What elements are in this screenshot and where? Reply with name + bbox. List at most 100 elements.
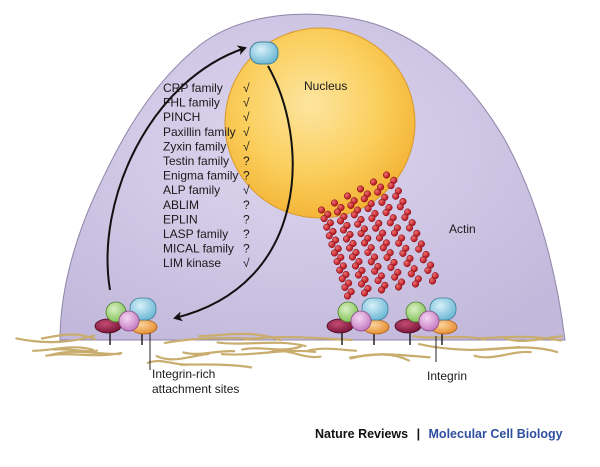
protein-name: LASP family [163,227,228,241]
actin-label: Actin [449,222,476,236]
actin-bead [428,277,437,285]
actin-bead [333,258,341,266]
journal-subtitle: Molecular Cell Biology [429,427,563,441]
actin-bead [374,188,382,196]
actin-bead [395,239,403,247]
actin-bead [343,192,352,200]
actin-bead [360,289,369,297]
localization-mark: ? [243,154,250,168]
actin-bead [354,220,362,228]
adhesion-complexes [94,297,458,345]
nucleus-label: Nucleus [304,79,347,93]
actin-bead [336,217,345,225]
actin-filament [369,178,422,288]
matrix-fibre [146,359,191,366]
actin-bead [424,266,432,274]
actin-bead [339,226,348,234]
lim-protein-list: CRP family√FHL family√PINCH√Paxillin fam… [163,81,250,270]
protein-name: Enigma family [163,169,238,183]
protein-name: LIM kinase [163,256,221,270]
matrix-fibre [241,345,302,351]
matrix-fibre [216,341,307,348]
adhesion-complex [394,297,458,345]
matrix-fibre [478,335,562,342]
actin-bead [372,224,380,232]
actin-bead [387,263,395,271]
actin-bead [336,266,344,274]
actin-filament [317,206,355,300]
actin-bead [411,280,420,288]
matrix-fibre [412,335,487,341]
localization-mark: ? [243,242,250,256]
actin-bead [410,235,418,243]
localization-mark: √ [243,183,250,197]
protein-name: ABLIM [163,198,199,212]
matrix-fibre [198,332,282,342]
actin-bead [375,234,384,242]
protein-name: MICAL family [163,242,234,256]
actin-bead [357,230,365,238]
adhesion-complex [94,297,158,345]
localization-mark: √ [243,256,250,270]
actin-filament [382,171,439,285]
journal-footer: Nature Reviews | Molecular Cell Biology [315,425,563,442]
actin-bead [364,205,372,213]
localization-mark: ? [243,198,250,212]
actin-bead [343,292,352,300]
footer-separator: | [417,427,421,441]
actin-bead [338,275,346,283]
pink-protein [118,310,140,332]
protein-name: Zyxin family [163,139,226,153]
localization-mark: ? [243,212,250,226]
actin-filament [343,192,389,294]
matrix-fibre [474,346,559,354]
actin-bead [325,232,333,240]
matrix-fibre [220,349,317,356]
actin-filament [356,185,406,291]
actin-bead [399,249,407,257]
actin-bead [383,254,391,262]
protein-name: ALP family [163,183,220,197]
actin-bead [415,245,423,253]
matrix-fibre [163,336,262,345]
actin-bead [356,185,365,193]
actin-bead [367,258,375,266]
localization-mark: √ [243,139,250,153]
localization-mark: ? [243,169,250,183]
protein-name: PINCH [163,110,200,124]
matrix-fibre [15,334,96,344]
localization-mark: √ [243,110,250,124]
actin-bead [374,277,382,285]
actin-bead [369,178,378,186]
actin-bead [323,223,331,231]
actin-bead [377,286,386,294]
actin-bead [320,215,328,223]
actin-bead [396,203,404,211]
pink-protein [418,310,440,332]
matrix-fibre [306,347,358,352]
actin-bead [333,208,342,216]
localization-mark: √ [243,81,250,95]
protein-name: FHL family [163,96,220,110]
actin-bead [403,260,411,268]
actin-bead [341,283,349,291]
attachment-label-line1: Integrin-rich [152,367,215,381]
actin-bead [382,171,391,179]
protein-name: EPLIN [163,212,198,226]
actin-bead [342,235,351,243]
adhesion-complex [326,297,390,345]
matrix-fibre [50,350,121,356]
actin-bead [351,262,360,270]
actin-bead [386,219,394,227]
matrix-fibre [32,346,94,352]
arrow-to-nucleus [106,45,247,291]
actin-bead [382,209,390,217]
extracellular-matrix [15,332,563,369]
protein-name: Testin family [163,154,229,168]
actin-bead [347,201,355,209]
protein-name: CRP family [163,81,223,95]
actin-bead [391,273,399,281]
actin-bead [317,206,326,214]
actin-bead [357,280,366,288]
